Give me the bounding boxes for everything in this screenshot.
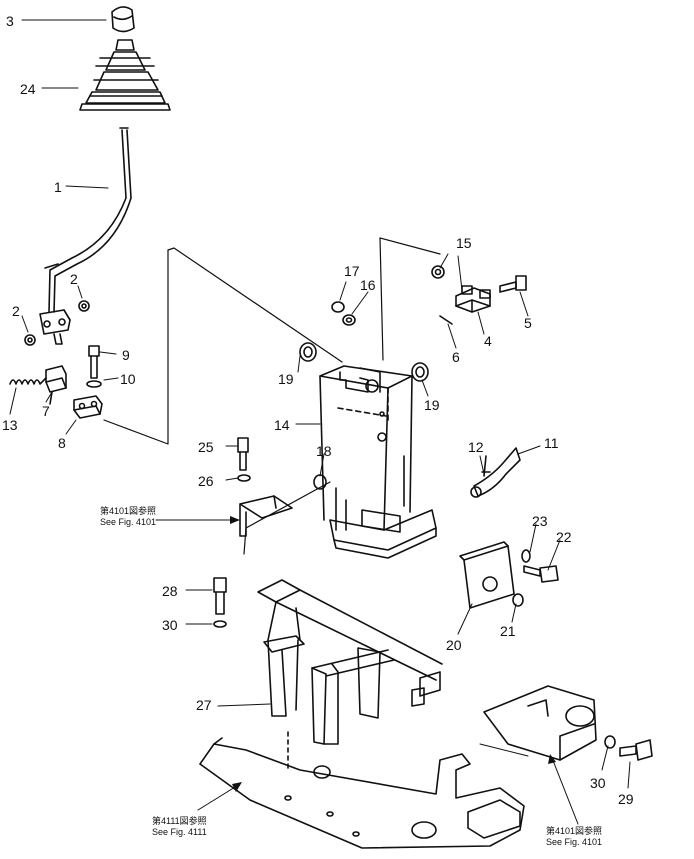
callout-7: 7	[42, 403, 50, 419]
callout-19b: 19	[424, 397, 440, 413]
callout-30a: 30	[162, 617, 178, 633]
callout-3: 3	[6, 13, 14, 29]
lever-11	[470, 447, 521, 498]
nut-15	[431, 265, 445, 279]
callout-9: 9	[122, 347, 130, 363]
callout-1: 1	[54, 179, 62, 195]
frame-27	[257, 579, 443, 745]
callout-4: 4	[484, 333, 492, 349]
leader-lines	[9, 19, 631, 825]
callout-29: 29	[618, 791, 634, 807]
column-part	[319, 365, 437, 559]
callout-24: 24	[20, 81, 36, 97]
callout-27: 27	[196, 697, 212, 713]
callout-28: 28	[162, 583, 178, 599]
nut-parts	[24, 300, 90, 346]
lever-block	[45, 365, 67, 405]
callout-23: 23	[532, 513, 548, 529]
callout-21: 21	[500, 623, 516, 639]
arrow-head-icon	[548, 754, 556, 764]
ref-4101-jp: 第4101図参照	[100, 505, 156, 516]
plate-20	[459, 541, 515, 609]
ref-4111-jp: 第4111図参照	[152, 815, 207, 826]
arrow-head-icon	[230, 516, 240, 524]
washer-16-17	[331, 301, 356, 326]
ref-4101b-jp: 第4101図参照	[546, 825, 602, 836]
bolt-22	[512, 549, 559, 607]
bolt-5	[499, 275, 527, 293]
callout-5: 5	[524, 315, 532, 331]
callout-26: 26	[198, 473, 214, 489]
callout-2a: 2	[70, 271, 78, 287]
callout-12: 12	[468, 439, 484, 455]
callout-15: 15	[456, 235, 472, 251]
callout-2b: 2	[12, 303, 20, 319]
bolt-28	[213, 577, 227, 628]
callout-13: 13	[2, 417, 18, 433]
callout-6: 6	[452, 349, 460, 365]
callout-16: 16	[360, 277, 376, 293]
callout-25: 25	[198, 439, 214, 455]
callout-18: 18	[316, 443, 332, 459]
arrow-heads	[230, 516, 556, 792]
callout-19a: 19	[278, 371, 294, 387]
right-bracket	[483, 685, 597, 761]
knob-part	[111, 6, 135, 33]
ref-4111-en: See Fig. 4111	[152, 827, 207, 837]
spring-part	[9, 377, 47, 385]
bolt-9	[86, 345, 102, 388]
lever-part	[44, 127, 132, 313]
callout-17: 17	[344, 263, 360, 279]
boot-part	[79, 39, 171, 111]
callout-14: 14	[274, 417, 290, 433]
bolt-29	[604, 735, 653, 761]
callout-8: 8	[58, 435, 66, 451]
callout-30b: 30	[590, 775, 606, 791]
lever-clamp	[39, 309, 71, 345]
bracket-4	[439, 285, 491, 325]
bolt-25	[237, 437, 251, 482]
callout-10: 10	[120, 371, 136, 387]
callout-11: 11	[544, 435, 559, 451]
bushing-19	[299, 342, 429, 382]
callout-20: 20	[446, 637, 462, 653]
arrow-head-icon	[232, 782, 242, 792]
bracket-8	[73, 395, 103, 419]
callout-22: 22	[556, 529, 572, 545]
floor-plate	[199, 731, 525, 849]
ref-4101b-en: See Fig. 4101	[546, 837, 602, 847]
small-bracket	[239, 495, 293, 537]
ref-4101-en: See Fig. 4101	[100, 517, 156, 527]
